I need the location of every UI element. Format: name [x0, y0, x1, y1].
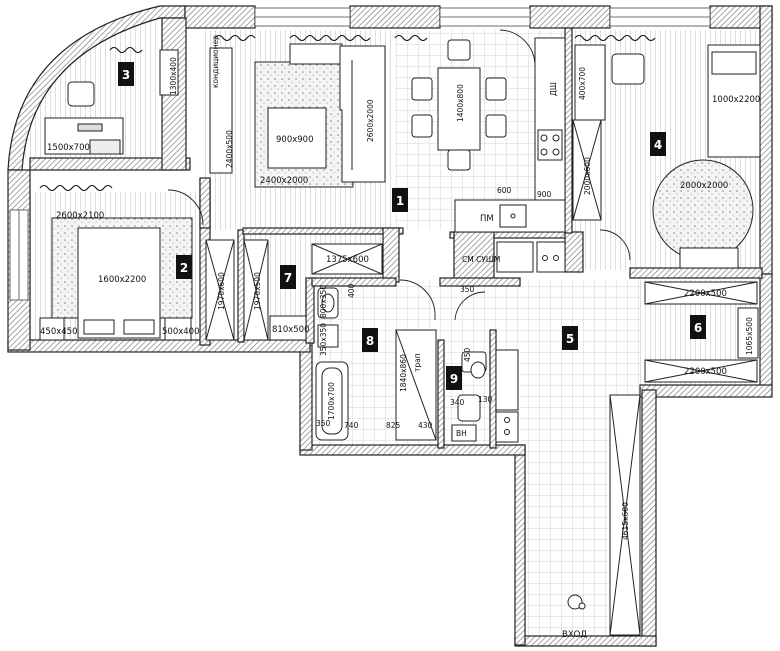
- label-bed-2: 1600x2200: [98, 275, 146, 285]
- label-450-9: 450: [463, 347, 472, 362]
- label-wall-cab: 2400x500: [225, 130, 234, 168]
- label-350-b: 350: [316, 419, 331, 428]
- label-desk-4: 400x700: [578, 67, 587, 100]
- label-dishwasher: ДШ: [549, 82, 558, 96]
- room-1-number: 1: [396, 194, 404, 208]
- label-shower: 1840x860: [399, 354, 408, 392]
- label-sm: СМ СУШМ: [462, 255, 500, 264]
- room-badges: 1 2 3 4 5 6 7 8 9: [118, 62, 706, 390]
- living-furniture: [209, 37, 566, 273]
- label-cabinet-3: 1300x400: [169, 57, 178, 95]
- kitchen-counter: [534, 37, 566, 201]
- tv-cabinet: [209, 47, 233, 174]
- label-hall-cab: 1375x600: [326, 255, 369, 265]
- label-shelf-7: 810x500: [272, 325, 309, 335]
- label-sink-8: 800x350: [319, 285, 328, 318]
- room-4-furniture: [572, 44, 761, 269]
- sofa: [339, 45, 386, 183]
- doors: [167, 29, 631, 321]
- label-600: 600: [497, 186, 512, 195]
- label-ac: кондиционер: [211, 35, 220, 88]
- room-5-number: 5: [566, 332, 574, 346]
- room-2-number: 2: [180, 261, 188, 275]
- label-wardrobe-7: 1970x500: [253, 272, 262, 310]
- label-740: 740: [344, 421, 359, 430]
- dining-table: [437, 67, 481, 151]
- label-900: 900: [537, 190, 552, 199]
- room-4-number: 4: [654, 138, 662, 152]
- room-7-number: 7: [284, 271, 292, 285]
- bathroom-furniture: [315, 287, 519, 443]
- room-8-number: 8: [366, 334, 374, 348]
- label-pm: ПМ: [480, 214, 494, 224]
- label-825: 825: [386, 421, 401, 430]
- rug-round: [652, 159, 754, 261]
- label-night-r: 500x400: [162, 327, 199, 337]
- label-bed-4: 1000x2200: [712, 95, 760, 105]
- label-rug-2: 2600x2100: [56, 211, 104, 221]
- walls: [7, 5, 773, 647]
- label-hall-ward: 4615x600: [621, 502, 630, 540]
- room-6-furniture: [644, 281, 759, 383]
- windows: [9, 7, 711, 301]
- cabinet-3: [159, 49, 179, 96]
- label-entry: ВХОД: [562, 630, 587, 640]
- entry-furniture: [567, 394, 641, 636]
- room-6-number: 6: [694, 321, 702, 335]
- room-7-furniture: [243, 239, 383, 341]
- rug-small: [267, 107, 327, 169]
- label-night-l: 450x450: [40, 327, 77, 337]
- sofa-back: [289, 43, 343, 65]
- label-wardrobe-4: 2000x600: [583, 157, 592, 195]
- label-ward-6a: 2200x500: [684, 289, 727, 299]
- label-trap: трап: [413, 353, 422, 372]
- label-350-hall: 350: [460, 285, 475, 294]
- room-3-furniture: [44, 49, 179, 155]
- label-340: 340: [450, 398, 465, 407]
- label-desk-3: 1500x700: [47, 143, 90, 153]
- desk-4: [574, 44, 606, 121]
- room-9-number: 9: [450, 372, 458, 386]
- label-vn: ВН: [456, 429, 467, 438]
- label-130: 130: [478, 395, 493, 404]
- label-430: 430: [418, 421, 433, 430]
- label-400-8: 400: [347, 283, 356, 298]
- label-shelf-6: 1065x500: [745, 317, 754, 355]
- label-rug-round: 2000x2000: [680, 181, 728, 191]
- room-3-number: 3: [122, 68, 130, 82]
- label-sofa: 2600x2000: [366, 99, 375, 142]
- label-wardrobe-2: 1970x600: [217, 272, 226, 310]
- room-2-furniture: [39, 217, 235, 341]
- dimension-labels: 1500x700 1300x400 кондиционер 2400x500 9…: [40, 35, 760, 640]
- label-bath: 1700x700: [327, 382, 336, 420]
- label-350x350: 350x350: [319, 323, 328, 356]
- label-rug-large: 2400x2000: [260, 176, 308, 186]
- label-table: 1400x800: [456, 84, 465, 122]
- label-ward-6b: 2200x500: [684, 367, 727, 377]
- radiators: [39, 34, 656, 192]
- label-rug-small: 900x900: [276, 135, 313, 145]
- chair-3: [67, 81, 95, 107]
